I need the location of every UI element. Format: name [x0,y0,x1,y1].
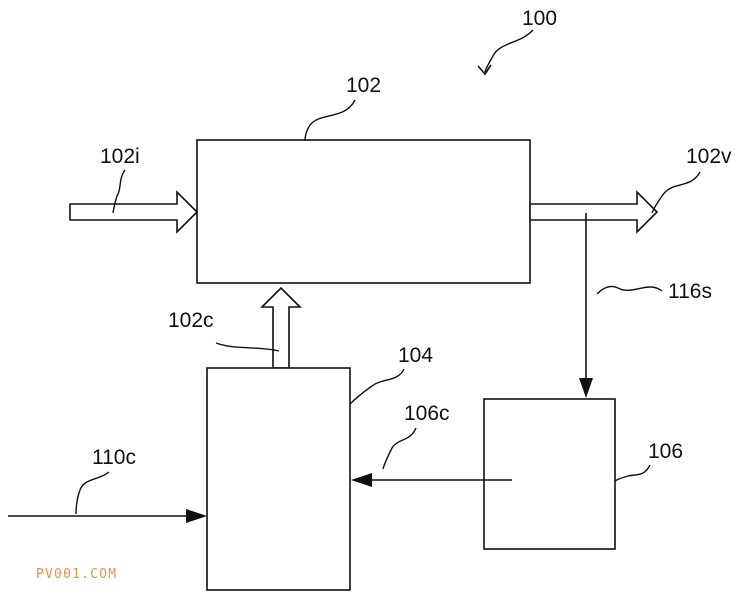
block-106-leader [614,464,651,482]
input-label: 102i [100,145,140,168]
block-102 [196,139,531,284]
link-label: 106c [404,402,450,425]
system-label: 100 [522,7,557,30]
input-arrow-102i [69,190,199,234]
watermark-text: PV001.COM [36,567,117,582]
signal-leader [596,285,663,295]
output-leader [651,171,701,214]
output-arrow-102v [529,190,659,234]
input-leader [112,169,126,214]
external-leader [75,471,110,515]
external-label: 110c [92,446,136,469]
block-104 [206,367,351,591]
external-arrowhead [186,509,207,523]
link-leader [382,427,417,470]
link-arrowhead [351,473,372,487]
block-102-label: 102 [346,74,381,97]
feed-arrow-102c [260,286,302,369]
feed-label: 102c [168,309,214,332]
system-label-arrowhead [477,64,492,76]
block-104-label: 104 [398,344,433,367]
signal-arrowhead [579,378,593,398]
block-102-leader [304,99,356,142]
signal-label: 116s [668,280,712,303]
feed-leader [215,342,280,352]
block-104-leader [349,368,405,405]
block-106 [483,398,616,550]
system-label-leader [484,29,534,73]
block-106-label: 106 [648,440,683,463]
output-label: 102v [686,145,732,168]
